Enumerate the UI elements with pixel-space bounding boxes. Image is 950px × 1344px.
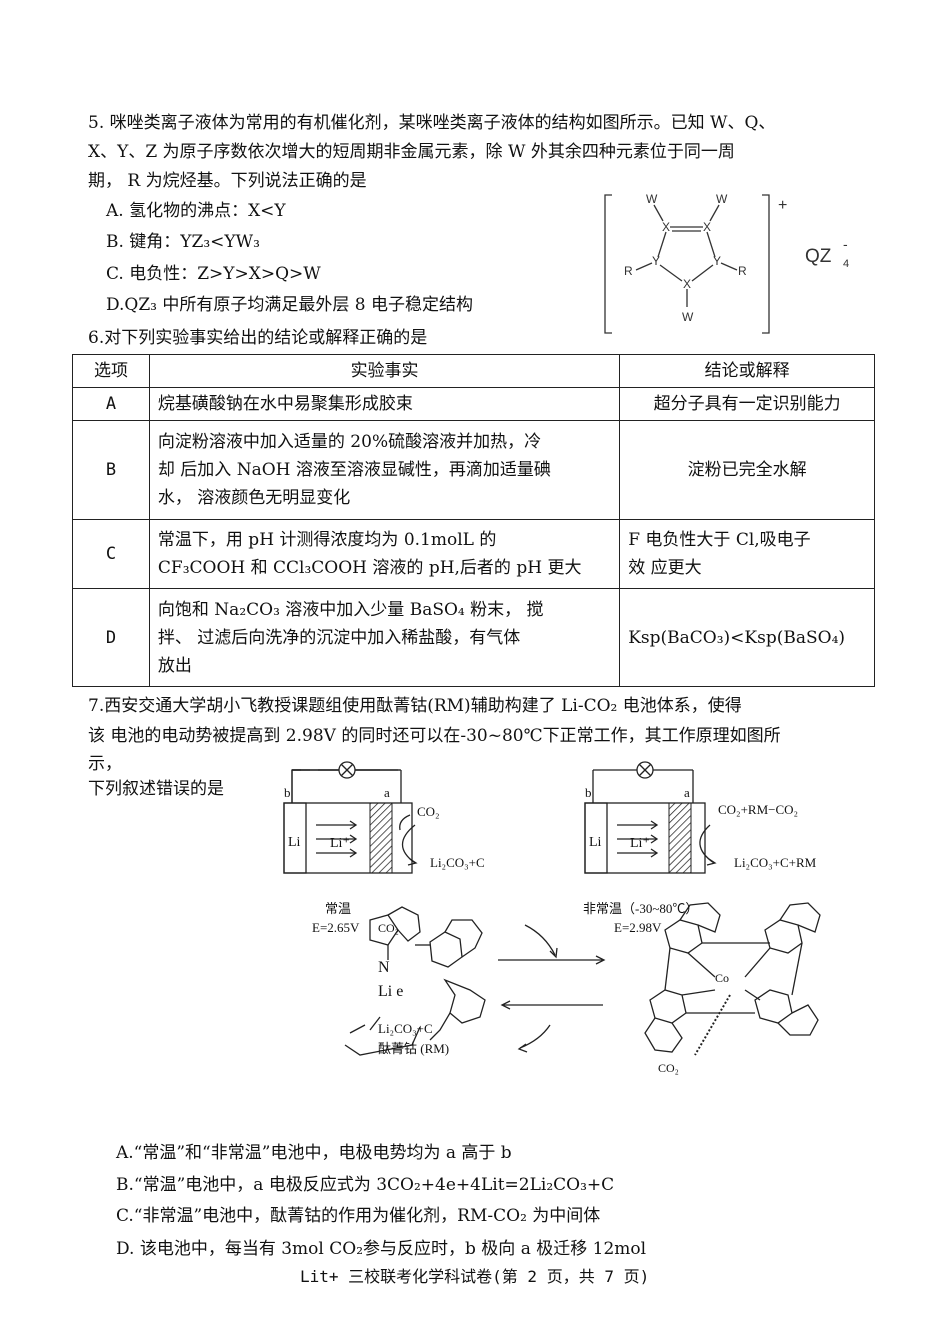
y-label-1: Y xyxy=(652,254,660,268)
row-option: A xyxy=(72,387,150,421)
row-option: B xyxy=(72,420,150,520)
li-ion-right: Li⁺ xyxy=(630,836,650,851)
table-row: B 向淀粉溶液中加入适量的 20%硫酸溶液并加热，冷却 后加入 NaOH 溶液至… xyxy=(72,420,875,520)
rm-name-label: 酞菁钴 (RM) xyxy=(378,1041,449,1056)
q5-option-c: C. 电负性：Z>Y>X>Q>W xyxy=(106,264,321,284)
table-header-row: 选项 实验事实 结论或解释 xyxy=(72,354,875,388)
battery-principle-figure: b a Li Li⁺ CO₂ Li₂CO₃+C b a Li Li⁺ CO₂+R… xyxy=(283,761,821,1075)
electrode-b-left: b xyxy=(284,785,291,800)
row-fact: 烷基磺酸钠在水中易聚集形成胶束 xyxy=(148,387,621,421)
electrode-a-right: a xyxy=(684,785,690,800)
x-label-1: X xyxy=(662,220,670,234)
q5-line-1: 5. 咪唑类离子液体为常用的有机催化剂，某咪唑类离子液体的结构如图所示。已知 W… xyxy=(88,113,776,133)
row-conclusion: 淀粉已完全水解 xyxy=(619,420,875,520)
row-option: D xyxy=(72,588,150,687)
q7-line-2: 该 电池的电动势被提高到 2.98V 的同时还可以在-30~80℃下正常工作，其… xyxy=(88,726,781,746)
q6-table: 选项 实验事实 结论或解释 A 烷基磺酸钠在水中易聚集形成胶束 超分子具有一定识… xyxy=(72,354,875,687)
row-option: C xyxy=(72,519,150,589)
cobalt-label: Co xyxy=(715,971,729,985)
electrode-b-right: b xyxy=(585,785,592,800)
table-row: A 烷基磺酸钠在水中易聚集形成胶束 超分子具有一定识别能力 xyxy=(72,387,875,421)
r-label-1: R xyxy=(624,264,633,278)
li-ion-left: Li⁺ xyxy=(330,836,350,851)
table-row: D 向饱和 Na₂CO₃ 溶液中加入少量 BaSO₄ 粉末， 搅拌、 过滤后向洗… xyxy=(72,588,875,687)
q5-line-2: X、Y、Z 为原子序数依次增大的短周期非金属元素，除 W 外其余四种元素位于同一… xyxy=(88,142,735,162)
electrode-a-left: a xyxy=(384,785,390,800)
li-anode-left: Li xyxy=(288,835,301,850)
q7-option-b: B.“常温”电池中，a 电极反应式为 3CO₂+4e+4Lit=2Li₂CO₃+… xyxy=(116,1175,615,1195)
left-gas-label: CO₂ xyxy=(417,804,440,819)
q7-line-1: 7.西安交通大学胡小飞教授课题组使用酞菁钴(RM)辅助构建了 Li-CO₂ 电池… xyxy=(88,696,742,716)
page-footer: Lit+ 三校联考化学科试卷(第 2 页，共 7 页) xyxy=(300,1267,650,1286)
anion-subscript: 4 xyxy=(843,258,849,270)
q5-option-d: D.QZ₃ 中所有原子均满足最外层 8 电子稳定结构 xyxy=(106,295,474,315)
q7-option-d: D. 该电池中，每当有 3mol CO₂参与反应时，b 极向 a 极迁移 12m… xyxy=(116,1239,647,1259)
imidazolium-structure-figure: W W X X Y Y X R R W + QZ 4 - xyxy=(604,192,849,334)
cation-charge: + xyxy=(778,197,787,214)
q5-option-b: B. 键角：YZ₃<YW₃ xyxy=(106,232,260,252)
left-product-label: Li₂CO₃+C xyxy=(430,855,485,870)
q7-line-4: 下列叙述错误的是 xyxy=(88,779,224,799)
co2-bottom-label: CO₂ xyxy=(658,1061,679,1075)
q7-line-3: 示， xyxy=(88,754,122,774)
li2co3-c-label: Li₂CO₃+C xyxy=(378,1021,433,1036)
x-label-3: X xyxy=(683,277,691,291)
normal-temp-label: 常温 xyxy=(325,901,351,916)
w-label-3: W xyxy=(682,310,694,324)
li-e-label: Li e xyxy=(378,983,403,1000)
q6-stem: 6.对下列实验事实给出的结论或解释正确的是 xyxy=(88,328,428,348)
q5-option-a: A. 氢化物的沸点：X<Y xyxy=(106,201,286,221)
x-label-2: X xyxy=(703,220,711,234)
q7-option-a: A.“常温”和“非常温”电池中，电极电势均为 a 高于 b xyxy=(116,1143,512,1163)
anion-formula: QZ xyxy=(805,246,832,267)
header-conclusion: 结论或解释 xyxy=(619,354,875,388)
co2-small-label: CO₂ xyxy=(378,921,399,935)
row-conclusion: F 电负性大于 Cl,吸电子效 应更大 xyxy=(619,519,875,589)
y-label-2: Y xyxy=(713,254,721,268)
q7-option-c: C.“非常温”电池中，酞菁钴的作用为催化剂，RM-CO₂ 为中间体 xyxy=(116,1206,601,1226)
row-conclusion: Ksp(BaCO₃)<Ksp(BaSO₄) xyxy=(619,588,875,687)
row-fact: 向饱和 Na₂CO₃ 溶液中加入少量 BaSO₄ 粉末， 搅拌、 过滤后向洗净的… xyxy=(148,588,621,687)
normal-emf-label: E=2.65V xyxy=(312,920,360,935)
abnormal-emf-label: E=2.98V xyxy=(614,920,662,935)
nitrogen-label: N xyxy=(378,959,390,976)
w-label-1: W xyxy=(646,192,658,206)
q5-line-3: 期， R 为烷烃基。下列说法正确的是 xyxy=(88,171,367,191)
r-label-2: R xyxy=(738,264,747,278)
li-anode-right: Li xyxy=(589,835,602,850)
header-option: 选项 xyxy=(72,354,150,388)
anion-charge: - xyxy=(843,236,848,252)
row-fact: 向淀粉溶液中加入适量的 20%硫酸溶液并加热，冷却 后加入 NaOH 溶液至溶液… xyxy=(148,420,621,520)
right-product-label: Li₂CO₃+C+RM xyxy=(734,855,817,870)
w-label-2: W xyxy=(716,192,728,206)
header-fact: 实验事实 xyxy=(148,354,621,388)
right-gas-label: CO₂+RM−CO₂ xyxy=(718,802,798,817)
row-conclusion: 超分子具有一定识别能力 xyxy=(619,387,875,421)
abnormal-temp-label: 非常温（-30~80℃） xyxy=(583,901,698,916)
